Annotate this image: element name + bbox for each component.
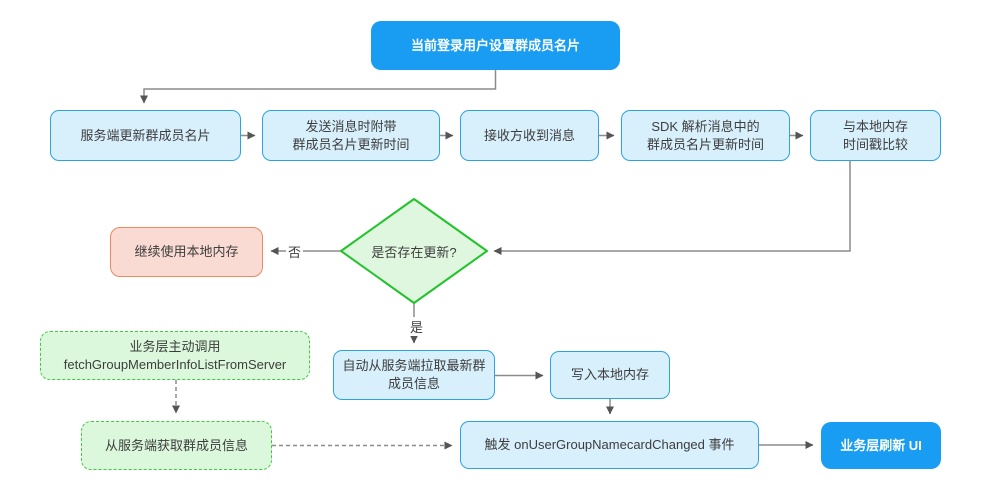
node-write-local-memory: 写入本地内存 (550, 351, 670, 399)
edge-compare-to-decision (493, 161, 851, 255)
node-trigger-event: 触发 onUserGroupNamecardChanged 事件 (460, 421, 759, 469)
node-business-call: 业务层主动调用 fetchGroupMemberInfoListFromServ… (40, 331, 310, 380)
decision-diamond (340, 198, 488, 304)
node-decision-label: 是否存在更新? (371, 244, 457, 260)
node-fetch-from-server: 从服务端获取群成员信息 (81, 421, 272, 470)
edge-label-no: 否 (286, 242, 304, 261)
edge-label-yes: 是 (408, 317, 426, 336)
edge-start-to-server-update (140, 70, 497, 104)
node-sdk-parse: SDK 解析消息中的 群成员名片更新时间 (621, 110, 790, 161)
node-compare-timestamp: 与本地内存 时间戳比较 (810, 110, 941, 161)
node-start: 当前登录用户设置群成员名片 (371, 21, 620, 70)
node-fetch-latest: 自动从服务端拉取最新群 成员信息 (333, 350, 495, 400)
node-server-update: 服务端更新群成员名片 (50, 110, 241, 161)
node-refresh-ui: 业务层刷新 UI (821, 422, 941, 469)
node-use-local-memory: 继续使用本地内存 (110, 227, 263, 277)
node-send-message: 发送消息时附带 群成员名片更新时间 (262, 110, 440, 161)
node-receive-message: 接收方收到消息 (460, 110, 599, 161)
